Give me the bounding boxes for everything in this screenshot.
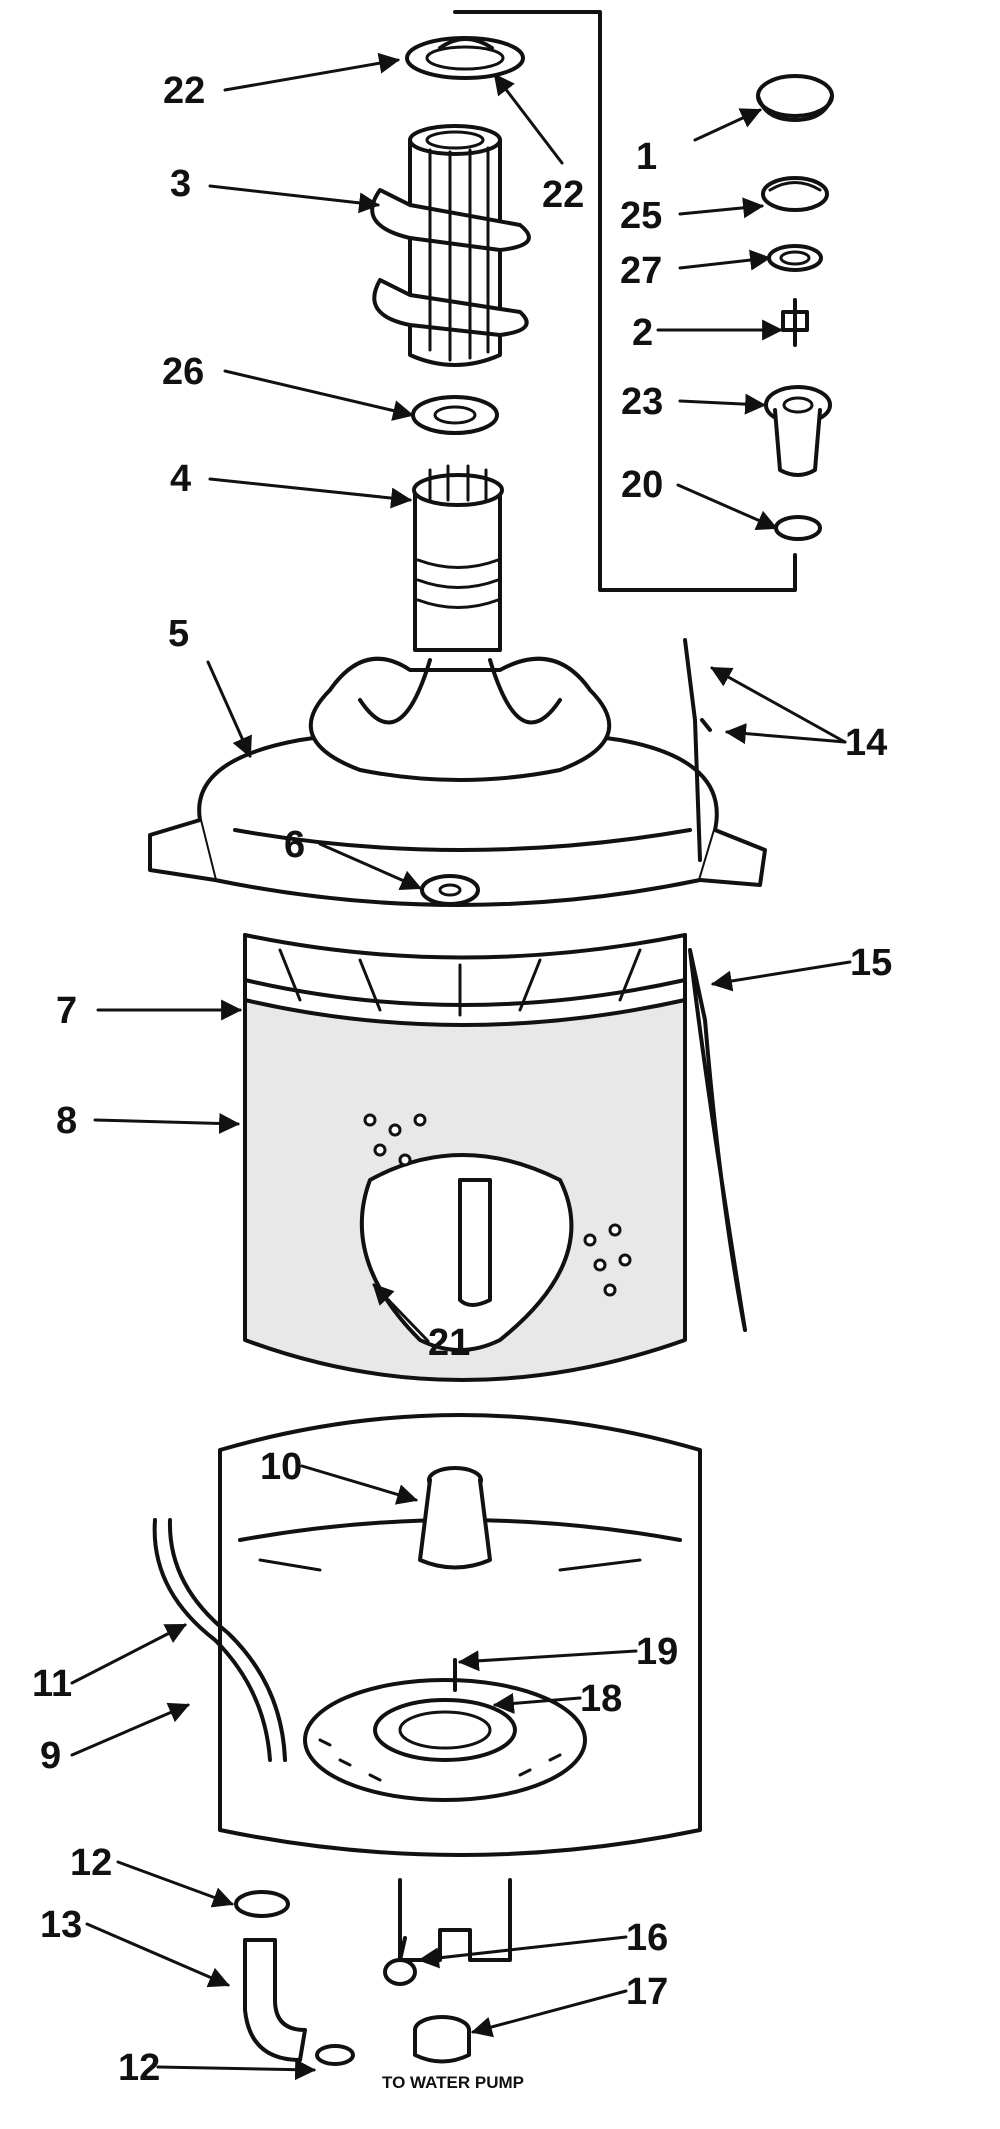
callout-25: 25 [620,195,662,237]
callout-21: 21 [428,1322,470,1364]
callout-2: 2 [632,312,653,354]
callout-6: 6 [284,824,305,866]
callout-labels: 22 22 1 3 25 27 2 26 23 4 20 5 14 6 15 7… [32,70,892,2089]
part-14-bracket [683,638,712,862]
callout-20: 20 [621,464,663,506]
callout-7: 7 [56,990,77,1032]
callout-1: 1 [636,136,657,178]
callout-17: 17 [626,1971,668,2013]
callout-18: 18 [580,1678,622,1720]
part-6-nut [420,874,480,906]
part-2-bolt [781,298,809,347]
callout-9: 9 [40,1735,61,1777]
callout-8: 8 [56,1100,77,1142]
to-water-pump-note: TO WATER PUMP [382,2073,524,2092]
part-13-drain-hose [243,1938,307,2062]
part-11-hose [152,1518,287,1762]
callout-22-lower: 22 [542,174,584,216]
callout-14: 14 [845,722,887,764]
basket-perforations [363,1113,632,1297]
callout-12-upper: 12 [70,1842,112,1884]
kit-bracket [453,10,797,592]
callout-26: 26 [162,351,204,393]
part-1-cap [756,74,834,122]
part-27-ring [767,244,823,272]
part-8-spin-basket [243,998,687,1382]
part-10-tub-seal [418,1466,492,1570]
callout-12-lower: 12 [118,2047,160,2089]
part-22-retaining-ring-upper [405,36,525,80]
callout-10: 10 [260,1446,302,1488]
part-5-tub-ring [148,656,767,907]
part-17-nut [413,2015,471,2064]
callout-15: 15 [850,942,892,984]
part-26-seal-washer [411,395,499,435]
part-3-agitator-auger [370,124,531,367]
leader-lines [70,52,852,2081]
part-12-hose-clamp-upper [234,1890,290,1918]
part-4-spin-shaft [412,464,504,652]
callout-3: 3 [170,163,191,205]
part-20-ring [774,515,822,541]
callout-5: 5 [168,613,189,655]
part-25-retainer [761,176,829,212]
part-18-drive-hub [303,1678,587,1802]
callout-27: 27 [620,250,662,292]
part-12-hose-clamp-lower [315,2044,355,2066]
callout-11: 11 [32,1663,72,1705]
callout-19: 19 [636,1631,678,1673]
callout-4: 4 [170,458,191,500]
part-23-bushing [764,385,832,477]
callout-16: 16 [626,1917,668,1959]
part-16-bolt [383,1936,417,1986]
callout-22-upper: 22 [163,70,205,112]
callout-23: 23 [621,381,663,423]
part-7-balance-ring [243,933,687,1017]
callout-13: 13 [40,1904,82,1946]
part-15-brace [688,948,747,1332]
